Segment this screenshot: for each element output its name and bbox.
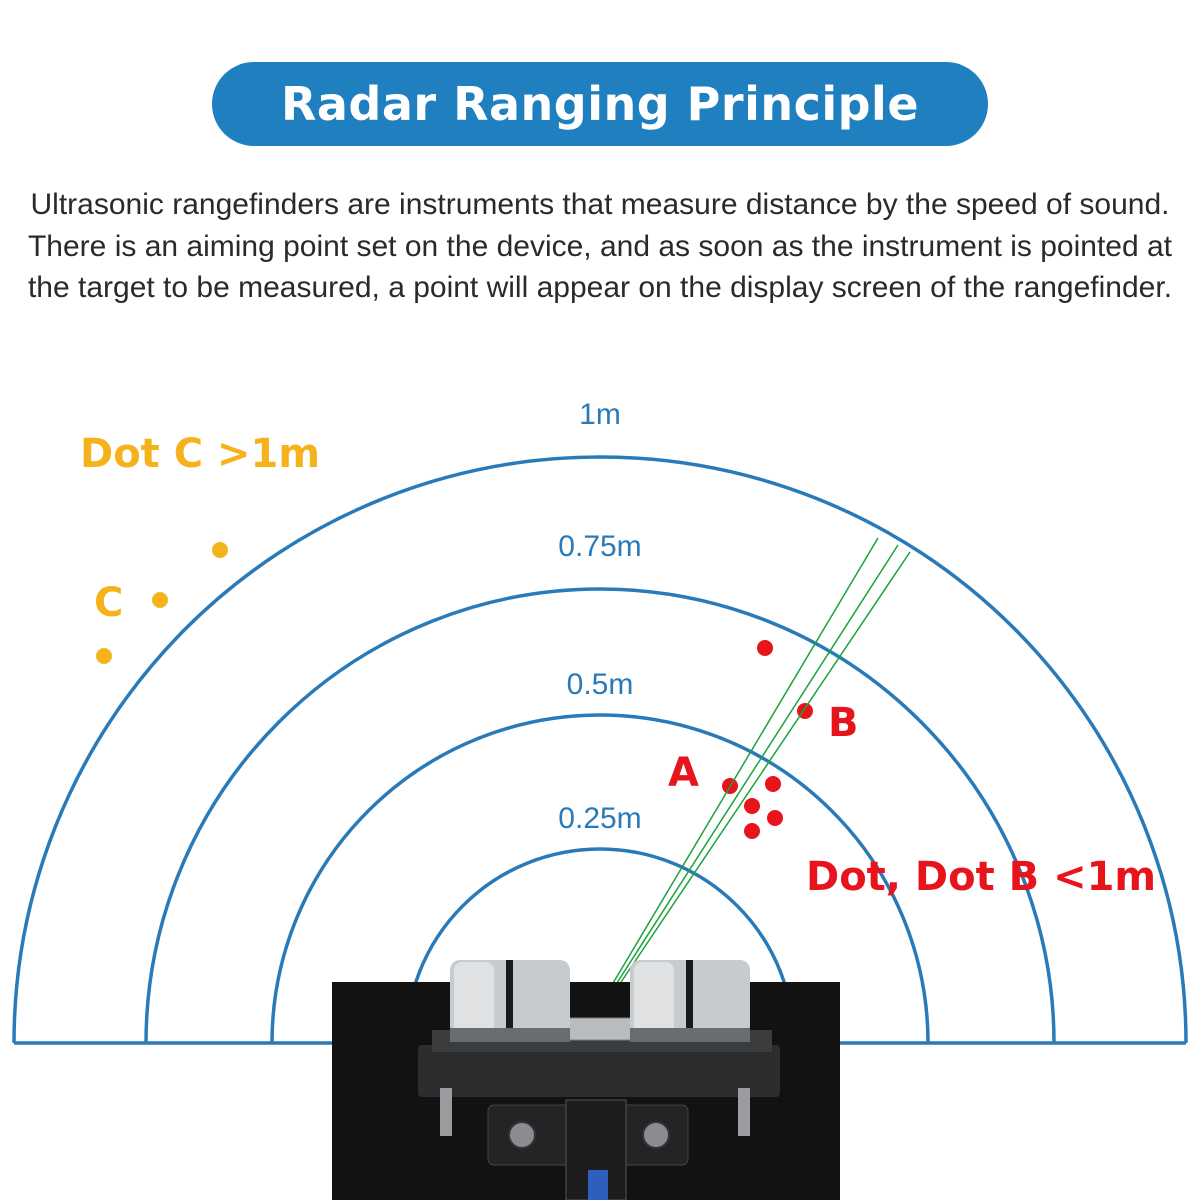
red-dot-2 [765, 776, 781, 792]
dot-c-2 [152, 592, 168, 608]
ring-label-025m: 0.25m [558, 802, 641, 835]
description-text: Ultrasonic rangefinders are instruments … [27, 188, 1173, 304]
red-dot-5 [744, 823, 760, 839]
ring-1m [12, 455, 1188, 1044]
red-dot-3 [744, 798, 760, 814]
aiming-beam-3 [608, 551, 911, 1001]
screw-right [642, 1121, 670, 1149]
label-c: C [94, 580, 123, 626]
aiming-beam-1 [602, 537, 879, 1001]
dot-c-1 [212, 542, 228, 558]
dot-c-caption: Dot C >1m [80, 431, 320, 477]
page-title: Radar Ranging Principle [280, 77, 920, 131]
screw-left [508, 1121, 536, 1149]
ring-075m [144, 587, 1056, 1044]
standoff-left [440, 1088, 452, 1136]
label-a: A [668, 750, 699, 796]
dot-c-3 [96, 648, 112, 664]
title-banner: Radar Ranging Principle [212, 62, 988, 146]
ring-label-075m: 0.75m [558, 530, 641, 563]
jumper-wire [588, 1170, 608, 1200]
aiming-beam-2 [605, 544, 899, 1001]
ring-05m [270, 713, 930, 1044]
ring-025m [404, 847, 796, 1044]
crystal-oscillator [559, 1017, 641, 1041]
sensor-board [418, 1045, 780, 1097]
dot-b-caption: Dot, Dot B <1m [806, 854, 1156, 900]
ring-label-05m: 0.5m [567, 668, 634, 701]
ultrasonic-sensor [332, 960, 840, 1200]
ring-label-1m: 1m [579, 398, 621, 431]
label-b: B [828, 700, 859, 746]
standoff-right [738, 1088, 750, 1136]
red-dot-1 [757, 640, 773, 656]
red-dot-4 [767, 810, 783, 826]
